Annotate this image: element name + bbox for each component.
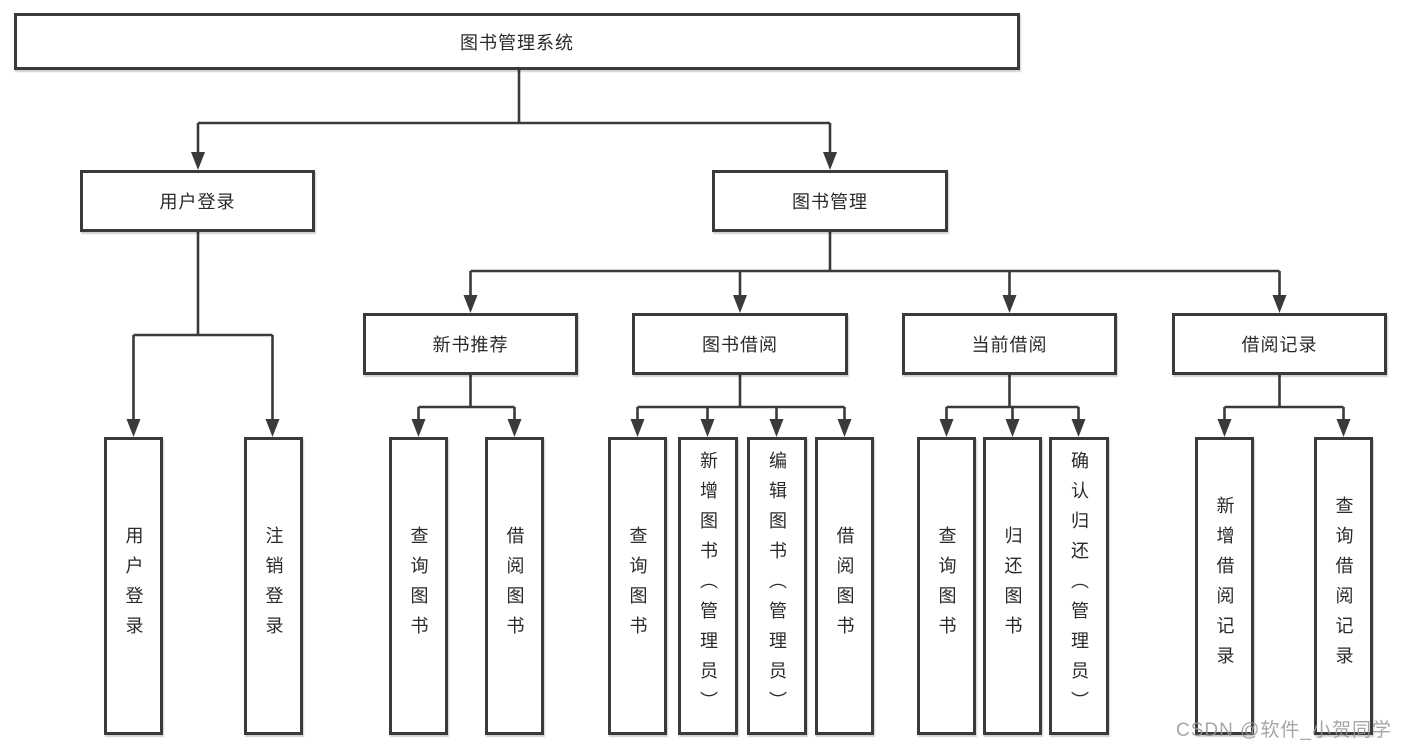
leaf-current-query-book: 查询图书 xyxy=(917,437,976,735)
leaf-borrow-query-book: 查询图书 xyxy=(608,437,667,735)
node-borrow-record: 借阅记录 xyxy=(1172,313,1387,375)
leaf-query-borrow-record-label: 查询借阅记录 xyxy=(1333,496,1354,676)
leaf-logout-label: 注销登录 xyxy=(263,526,284,646)
watermark: CSDN @软件_小贺同学 xyxy=(1176,720,1392,741)
connector-root-to-level2 xyxy=(196,70,832,156)
node-new-book-recommend-label: 新书推荐 xyxy=(432,335,509,355)
node-book-borrow-label: 图书借阅 xyxy=(702,335,778,355)
leaf-return-book-label: 归还图书 xyxy=(1002,526,1023,646)
leaf-confirm-return-admin: 确认归还（管理员） xyxy=(1049,437,1109,735)
leaf-add-book-admin-label: 新增图书（管理员） xyxy=(698,451,718,721)
leaf-edit-book-admin: 编辑图书（管理员） xyxy=(747,437,807,735)
leaf-return-book: 归还图书 xyxy=(983,437,1042,735)
node-book-management: 图书管理 xyxy=(712,170,948,232)
node-user-login-label: 用户登录 xyxy=(159,192,236,212)
node-book-borrow: 图书借阅 xyxy=(632,313,848,375)
node-current-borrow-label: 当前借阅 xyxy=(971,335,1048,355)
leaf-user-login-label: 用户登录 xyxy=(123,526,144,646)
node-current-borrow: 当前借阅 xyxy=(902,313,1117,375)
leaf-add-borrow-record-label: 新增借阅记录 xyxy=(1214,496,1235,676)
leaf-newbook-borrow-book-label: 借阅图书 xyxy=(504,526,525,646)
connector-currentborrow-to-leaves xyxy=(945,375,1080,423)
leaf-edit-book-admin-label: 编辑图书（管理员） xyxy=(767,451,787,721)
node-root: 图书管理系统 xyxy=(14,13,1020,70)
leaf-current-query-book-label: 查询图书 xyxy=(936,526,957,646)
leaf-borrow-book-label: 借阅图书 xyxy=(834,526,855,646)
leaf-add-book-admin: 新增图书（管理员） xyxy=(678,437,738,735)
leaf-borrow-book: 借阅图书 xyxy=(815,437,874,735)
leaf-query-borrow-record: 查询借阅记录 xyxy=(1314,437,1373,735)
leaf-newbook-borrow-book: 借阅图书 xyxy=(485,437,544,735)
leaf-newbook-query-book-label: 查询图书 xyxy=(408,526,429,646)
connector-newbook-to-leaves xyxy=(417,375,516,423)
node-borrow-record-label: 借阅记录 xyxy=(1241,335,1318,355)
node-book-management-label: 图书管理 xyxy=(792,192,868,212)
connector-userlogin-to-leaves xyxy=(132,232,274,423)
connector-bookborrow-to-leaves xyxy=(636,375,846,423)
node-root-label: 图书管理系统 xyxy=(460,32,574,53)
connector-bookmgmt-to-level3 xyxy=(469,232,1281,299)
leaf-confirm-return-admin-label: 确认归还（管理员） xyxy=(1069,451,1089,721)
leaf-borrow-query-book-label: 查询图书 xyxy=(627,526,648,646)
node-user-login: 用户登录 xyxy=(80,170,315,232)
node-new-book-recommend: 新书推荐 xyxy=(363,313,578,375)
leaf-user-login: 用户登录 xyxy=(104,437,163,735)
leaf-newbook-query-book: 查询图书 xyxy=(389,437,448,735)
leaf-logout: 注销登录 xyxy=(244,437,303,735)
connector-borrowrecord-to-leaves xyxy=(1223,375,1345,423)
leaf-add-borrow-record: 新增借阅记录 xyxy=(1195,437,1254,735)
